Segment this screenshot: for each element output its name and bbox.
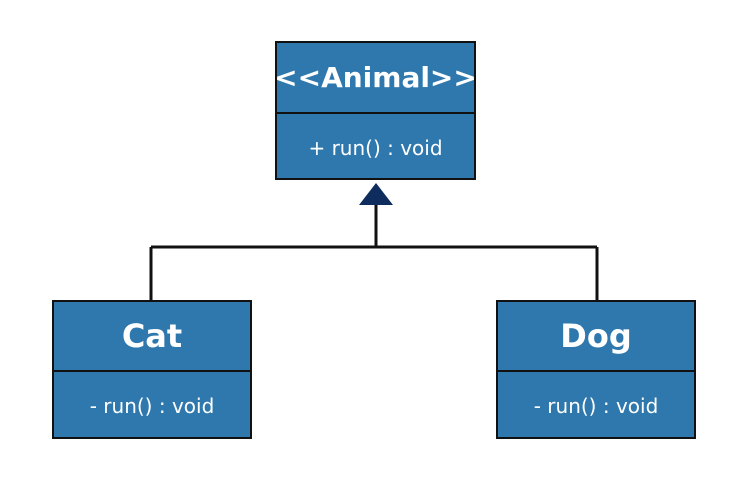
dog-method: - run() : void xyxy=(533,393,659,418)
cat-method: - run() : void xyxy=(89,393,215,418)
dog-class-name: Dog xyxy=(498,302,694,372)
inheritance-arrowhead xyxy=(359,183,393,205)
cat-class-name: Cat xyxy=(54,302,250,372)
animal-class-box: <<Animal>> + run() : void xyxy=(274,41,477,180)
dog-class-box: Dog - run() : void xyxy=(496,300,696,439)
animal-class-name: <<Animal>> xyxy=(274,43,477,114)
cat-class-box: Cat - run() : void xyxy=(52,300,252,439)
animal-method: + run() : void xyxy=(308,136,443,160)
